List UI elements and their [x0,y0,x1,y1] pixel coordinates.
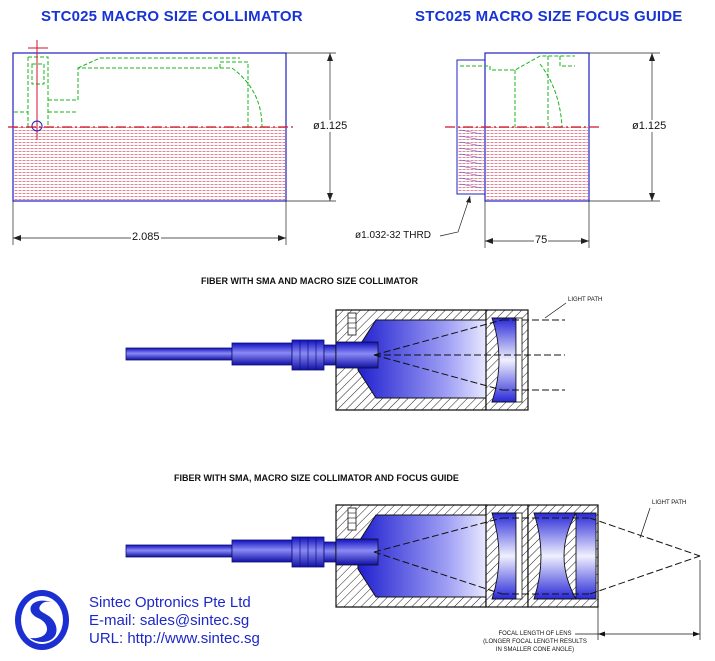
collimator-drawing [8,40,336,245]
sma-collimator-focus-title: FIBER WITH SMA, MACRO SIZE COLLIMATOR AN… [174,473,459,483]
focus-thread-label: ø1.032-32 THRD [354,230,432,241]
focus-diameter-label: ø1.125 [631,120,668,132]
focal-length-note: FOCAL LENGTH OF LENS (LONGER FOCAL LENGT… [470,630,600,654]
sintec-logo-icon [15,590,69,650]
assembly-collimator-focus [125,504,701,640]
light-path-label-2: LIGHT PATH [652,500,687,506]
assembly-collimator [125,302,567,411]
company-name: Sintec Optronics Pte Ltd [89,594,251,611]
company-email: E-mail: sales@sintec.sg [89,612,250,629]
focal-length-line2: (LONGER FOCAL LENGTH RESULTS [483,639,587,645]
company-url: URL: http://www.sintec.sg [89,630,260,647]
collimator-length-label: 2.085 [131,231,161,243]
collimator-diameter-label: ø1.125 [312,120,349,132]
sma-collimator-title: FIBER WITH SMA AND MACRO SIZE COLLIMATOR [201,276,418,286]
focus-guide-drawing [439,52,660,248]
collimator-title: STC025 MACRO SIZE COLLIMATOR [41,8,303,25]
focus-guide-title: STC025 MACRO SIZE FOCUS GUIDE [415,8,683,25]
light-path-label-1: LIGHT PATH [568,297,603,303]
focal-length-line1: FOCAL LENGTH OF LENS [498,631,572,637]
focus-length-label: 75 [534,234,549,246]
focal-length-line3: IN SMALLER CONE ANGLE) [495,647,575,653]
